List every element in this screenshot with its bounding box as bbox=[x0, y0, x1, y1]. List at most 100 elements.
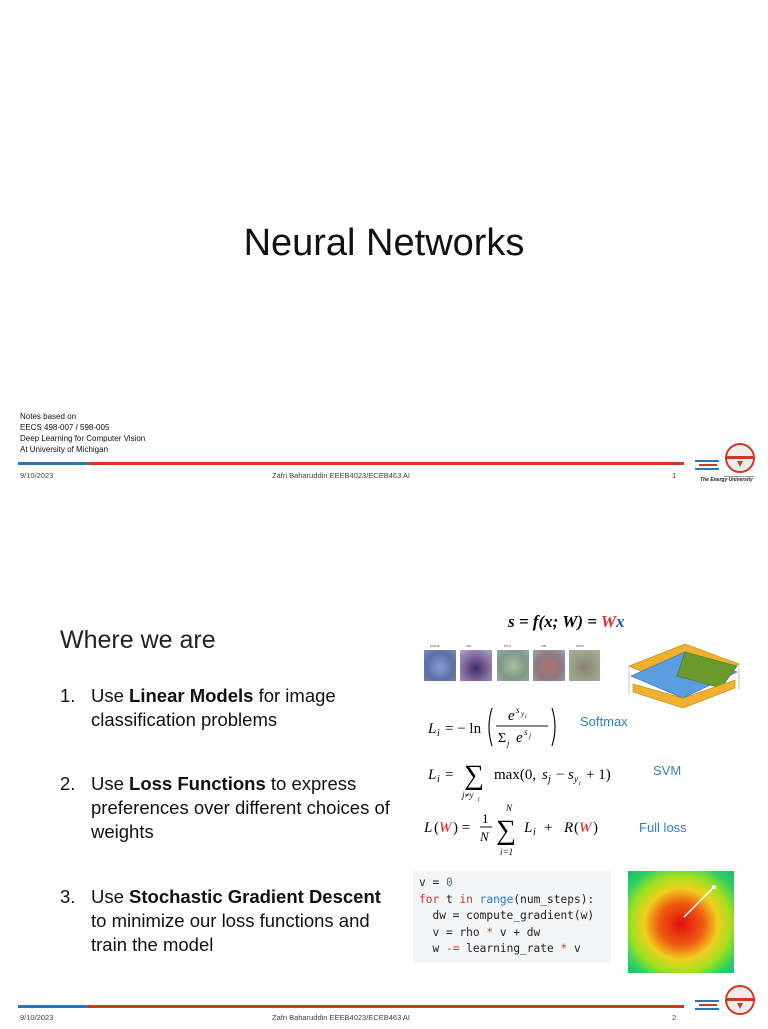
svg-text:∑: ∑ bbox=[496, 815, 516, 846]
footer-rule-red bbox=[88, 462, 684, 465]
full-loss-formula: L ( W ) = 1 N N ∑ i=1 L i + R ( W ) bbox=[423, 797, 624, 859]
footer-date: 9/10/2023 bbox=[20, 471, 54, 480]
svg-text:e: e bbox=[516, 730, 523, 746]
code-line: for t in range(num_steps): bbox=[419, 892, 595, 906]
code-line: v = rho * v + dw bbox=[419, 925, 541, 939]
loss-landscape-heatmap bbox=[628, 871, 734, 973]
university-logo-icon bbox=[694, 980, 756, 1026]
svg-text:W: W bbox=[439, 820, 453, 836]
thumb-label: plane bbox=[430, 643, 440, 648]
notes-line: At University of Michigan bbox=[20, 445, 109, 454]
footer-rule-blue bbox=[18, 462, 88, 465]
svg-text:y: y bbox=[573, 774, 578, 784]
svg-text:∑: ∑ bbox=[464, 760, 484, 791]
item-emphasis: Stochastic Gradient Descent bbox=[129, 886, 381, 907]
svg-text:j: j bbox=[546, 774, 551, 785]
svg-text:−: − bbox=[556, 767, 564, 783]
svg-text:i: i bbox=[437, 728, 440, 739]
svg-text:(: ( bbox=[434, 820, 439, 836]
item-text: for image classification problems bbox=[91, 685, 336, 730]
thumb-label: cat bbox=[541, 643, 547, 648]
template-image-bird bbox=[497, 650, 529, 681]
svg-text:L: L bbox=[424, 820, 432, 836]
item-text: Use bbox=[91, 886, 130, 907]
svm-label: SVM bbox=[653, 763, 682, 778]
softmax-label: Softmax bbox=[580, 714, 628, 729]
template-image-car bbox=[460, 650, 492, 681]
svg-text:i: i bbox=[525, 714, 527, 720]
svg-text:e: e bbox=[508, 708, 515, 724]
svg-text:L: L bbox=[428, 767, 436, 783]
svg-text:(: ( bbox=[574, 820, 579, 836]
logo-tagline: The Energy University bbox=[700, 477, 753, 483]
svg-text:L: L bbox=[523, 820, 532, 836]
linear-planes-plot-icon bbox=[625, 636, 743, 712]
thumb-label: car bbox=[466, 643, 472, 648]
softmax-loss-formula: L i = − ln e s y i Σ j e s j bbox=[427, 702, 568, 752]
item-emphasis: Loss Functions bbox=[129, 773, 266, 794]
item-number: 1. bbox=[60, 685, 76, 706]
svg-text:+: + bbox=[544, 820, 552, 836]
footer-rule-blue bbox=[18, 1005, 88, 1008]
svg-text:=: = bbox=[445, 767, 453, 783]
item-emphasis: Linear Models bbox=[129, 685, 254, 706]
code-line: w -= learning_rate * v bbox=[419, 942, 581, 955]
svg-text:W: W bbox=[579, 820, 593, 836]
item-text: to express preferences over different ch… bbox=[91, 773, 390, 842]
item-number: 2. bbox=[60, 773, 76, 794]
svg-text:L: L bbox=[428, 721, 436, 737]
university-logo-icon bbox=[694, 440, 756, 486]
slide1-title: Neural Networks bbox=[243, 222, 525, 264]
thumb-label: bird bbox=[504, 643, 511, 648]
template-image-deer bbox=[569, 650, 600, 681]
footer-rule-red bbox=[88, 1005, 684, 1008]
svg-text:i: i bbox=[579, 781, 581, 787]
svg-text:s: s bbox=[568, 767, 574, 783]
item-number: 3. bbox=[60, 886, 76, 907]
svg-text:R: R bbox=[563, 820, 573, 836]
svg-text:i: i bbox=[437, 774, 440, 785]
sgd-code-block: v = 0 for t in range(num_steps): dw = co… bbox=[413, 871, 611, 963]
notes-line: EECS 498-007 / 598-005 bbox=[20, 423, 110, 432]
score-equation-x: x bbox=[616, 612, 625, 631]
svg-text:Σ: Σ bbox=[498, 731, 506, 746]
item-text: Use bbox=[91, 685, 130, 706]
score-equation-w: W bbox=[600, 612, 617, 631]
svg-text:i: i bbox=[533, 827, 536, 838]
thumb-label: deer bbox=[576, 643, 585, 648]
svg-text:i: i bbox=[478, 797, 480, 803]
svg-text:): ) bbox=[593, 820, 598, 836]
score-equation: s = f(x; W) = Wx bbox=[508, 612, 625, 632]
svg-text:i=1: i=1 bbox=[500, 847, 513, 857]
slide2-heading: Where we are bbox=[60, 626, 216, 654]
score-equation-lhs: s = f(x; W) = bbox=[508, 612, 601, 631]
cifar-thumbnails: plane car bird cat deer bbox=[424, 643, 600, 683]
item-text: to minimize our loss functions and train… bbox=[91, 910, 370, 955]
template-image-plane bbox=[424, 650, 456, 681]
code-line: dw = compute_gradient(w) bbox=[419, 909, 595, 922]
footer-page-number: 1 bbox=[672, 471, 677, 480]
footer-date: 9/10/2023 bbox=[20, 1013, 54, 1022]
template-image-cat bbox=[533, 650, 565, 681]
item-text: Use bbox=[91, 773, 130, 794]
svg-text:+ 1): + 1) bbox=[586, 767, 611, 783]
footer-author: Zafri Baharuddin EEEB4023/ECEB463 AI bbox=[272, 471, 411, 480]
svg-text:N: N bbox=[505, 803, 513, 813]
svg-text:1: 1 bbox=[482, 811, 489, 826]
svg-text:y: y bbox=[520, 710, 525, 718]
footer-author: Zafri Baharuddin EEEB4023/ECEB463 AI bbox=[272, 1013, 411, 1022]
svg-text:N: N bbox=[479, 829, 490, 844]
svg-text:j: j bbox=[506, 739, 510, 748]
svg-text:s: s bbox=[524, 727, 528, 737]
svg-text:s: s bbox=[516, 705, 520, 715]
notes-line: Deep Learning for Computer Vision bbox=[20, 434, 146, 443]
full-loss-label: Full loss bbox=[639, 820, 687, 835]
svg-text:= − ln: = − ln bbox=[445, 721, 482, 737]
slide1-notes: Notes based on EECS 498-007 / 598-005 De… bbox=[20, 411, 145, 455]
svg-text:) =: ) = bbox=[453, 820, 470, 836]
footer-page-number: 2 bbox=[672, 1013, 677, 1022]
svg-text:s: s bbox=[542, 767, 548, 783]
code-line: v = 0 bbox=[419, 876, 453, 889]
svg-text:j≠y: j≠y bbox=[461, 790, 473, 800]
svg-text:j: j bbox=[528, 732, 531, 740]
